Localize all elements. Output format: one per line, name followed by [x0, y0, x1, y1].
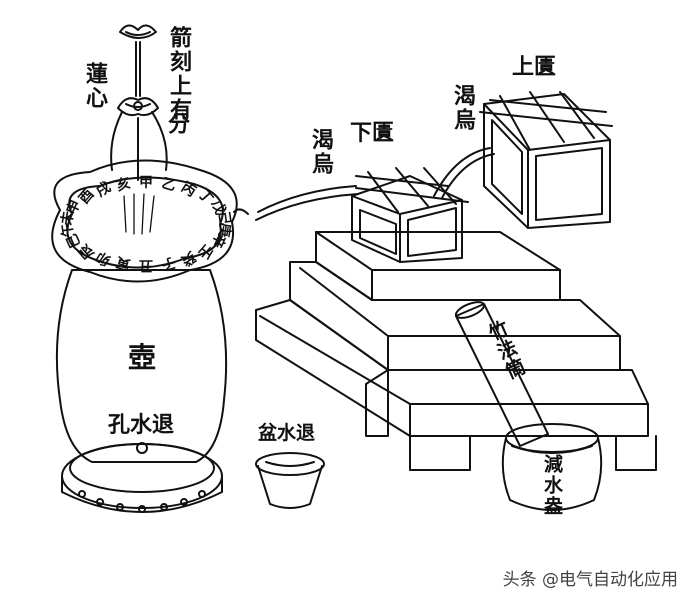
- label-jian-shui-pan: 減水盎: [541, 454, 563, 517]
- label-jian-col2: 分: [164, 112, 190, 136]
- label-hu: 壺: [128, 341, 157, 374]
- float-cords: [110, 111, 168, 181]
- platform-steps: [255, 231, 657, 471]
- label-xia-gui: 下匱: [350, 120, 395, 146]
- lotus-flower-icon: [117, 97, 159, 117]
- label-ke-wu-left: 渴烏: [308, 128, 334, 176]
- indicator-arrow-rod: [135, 41, 141, 97]
- bamboo-tube: [454, 301, 549, 447]
- dial-rim: [51, 159, 238, 283]
- siphon-tube-lower: [257, 185, 357, 213]
- dial-char: 丑: [139, 257, 153, 273]
- label-shang-gui: 上匱: [512, 54, 557, 80]
- upper-cistern: [479, 91, 613, 229]
- watermark: 头条 @电气自动化应用: [502, 570, 678, 590]
- vessel-base-holes: [78, 490, 206, 513]
- lower-cistern: [351, 167, 469, 263]
- vessel-base: [61, 443, 223, 513]
- label-lianxin: 蓮心: [82, 62, 108, 110]
- lotus-top-icon: [119, 24, 157, 39]
- label-tui-shui-kong: 孔水退: [108, 412, 175, 438]
- overflow-jar: [501, 423, 603, 511]
- label-ke-wu-right: 渴烏: [450, 84, 476, 132]
- drain-basin: [255, 452, 325, 509]
- label-jian-col1: 箭刻上有: [166, 26, 192, 122]
- dial-char: 甲: [139, 175, 153, 191]
- dial-lines: [123, 193, 155, 235]
- label-tui-shui-pen: 盆水退: [258, 422, 316, 444]
- siphon-tube-upper: [433, 147, 491, 197]
- drain-hole: [136, 442, 148, 454]
- vessel-body: [55, 269, 228, 463]
